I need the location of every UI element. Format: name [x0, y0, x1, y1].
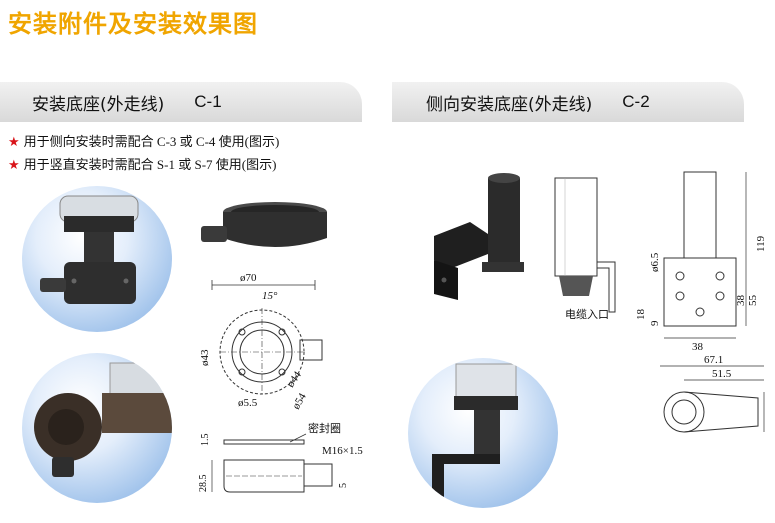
cable-entry-label: 电缆入口: [565, 308, 609, 321]
section-code: C-1: [194, 92, 222, 111]
seal-label: 密封圈: [308, 421, 341, 435]
side-mount-illustration: [34, 362, 172, 477]
product-photo-mounted: [408, 358, 558, 508]
section-heading: 侧向安装底座(外走线): [426, 94, 593, 115]
usage-note-text: 用于竖直安装时需配合 S-1 或 S-7 使用(图示): [23, 157, 277, 172]
dim-h55: 55: [747, 295, 759, 307]
dim-d5-5: ø5.5: [238, 397, 258, 409]
dim-h5: 5: [338, 483, 349, 488]
section-tab-c1: 安装底座(外走线) C-1: [0, 82, 362, 122]
section-heading: 安装底座(外走线): [32, 94, 165, 115]
product-photo-vertical: [22, 186, 172, 332]
dim-d70: ø70: [240, 272, 257, 284]
usage-note: ★用于侧向安装时需配合 C-3 或 C-4 使用(图示): [8, 131, 279, 150]
usage-note: ★用于竖直安装时需配合 S-1 或 S-7 使用(图示): [8, 154, 276, 173]
dim-angle: 15°: [262, 290, 278, 302]
dim-d43: ø43: [199, 349, 211, 366]
section-tab-c2: 侧向安装底座(外走线) C-2: [392, 82, 744, 122]
dim-w51-5: 51.5: [712, 368, 732, 380]
usage-note-text: 用于侧向安装时需配合 C-3 或 C-4 使用(图示): [23, 134, 280, 149]
bracket-top-drawing: 67.1 51.5: [660, 354, 765, 433]
dim-w67-1: 67.1: [704, 354, 723, 366]
base-illustration: [40, 195, 139, 304]
dim-d6-5: ø6.5: [649, 252, 661, 272]
top-view-drawing: ø70 15° ø43 ø44 ø5.5 ø54: [199, 272, 323, 412]
section-code: C-2: [622, 92, 650, 111]
bracket-front-drawing: 119 ø6.5 38 55 18 9 38: [635, 171, 767, 353]
thread-label: M16×1.5: [322, 445, 363, 457]
product-photo-side: [22, 353, 172, 503]
dim-w38: 38: [692, 341, 704, 353]
dim-h28-5: 28.5: [198, 475, 209, 493]
bracket-image: [434, 173, 524, 300]
side-view-drawing: 密封圈 1.5 M16×1.5 28.5 5: [198, 421, 363, 493]
star-icon: ★: [8, 134, 20, 149]
dim-d54: ø54: [290, 391, 309, 412]
dim-h119: 119: [755, 235, 767, 252]
housing-image: [201, 202, 327, 247]
bracket-side-drawing: 电缆入口: [554, 177, 616, 321]
page-title: 安装附件及安装效果图: [8, 10, 258, 38]
star-icon: ★: [8, 157, 20, 172]
dim-h1-5: 1.5: [200, 434, 211, 447]
dim-h38: 38: [735, 295, 747, 307]
dim-h9: 9: [649, 320, 661, 326]
dim-d44: ø44: [285, 369, 305, 390]
dim-h18: 18: [635, 309, 647, 321]
mounted-illustration: [432, 363, 518, 508]
